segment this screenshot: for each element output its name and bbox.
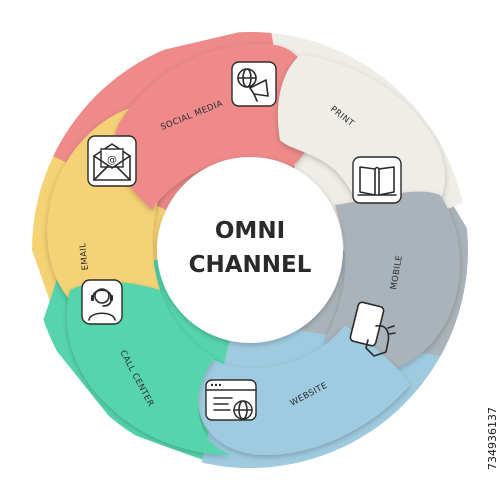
center-title-line1: OMNI — [215, 218, 285, 244]
megaphone-globe-icon — [231, 61, 277, 107]
at-sign-icon: @ — [107, 155, 117, 166]
headset-agent-icon — [81, 279, 123, 325]
stock-id-watermark: 734936137 — [486, 407, 499, 470]
center-circle — [157, 157, 343, 343]
open-book-icon — [352, 156, 402, 204]
label-email: EMAIL — [78, 242, 91, 271]
envelope-icon: @ — [87, 135, 137, 187]
hand-phone-icon — [349, 301, 396, 357]
center-title-line2: CHANNEL — [189, 252, 312, 278]
browser-globe-icon — [205, 379, 257, 421]
lobe-print — [277, 55, 445, 213]
lobe-call-center — [66, 281, 231, 455]
lobe-website — [196, 325, 410, 455]
